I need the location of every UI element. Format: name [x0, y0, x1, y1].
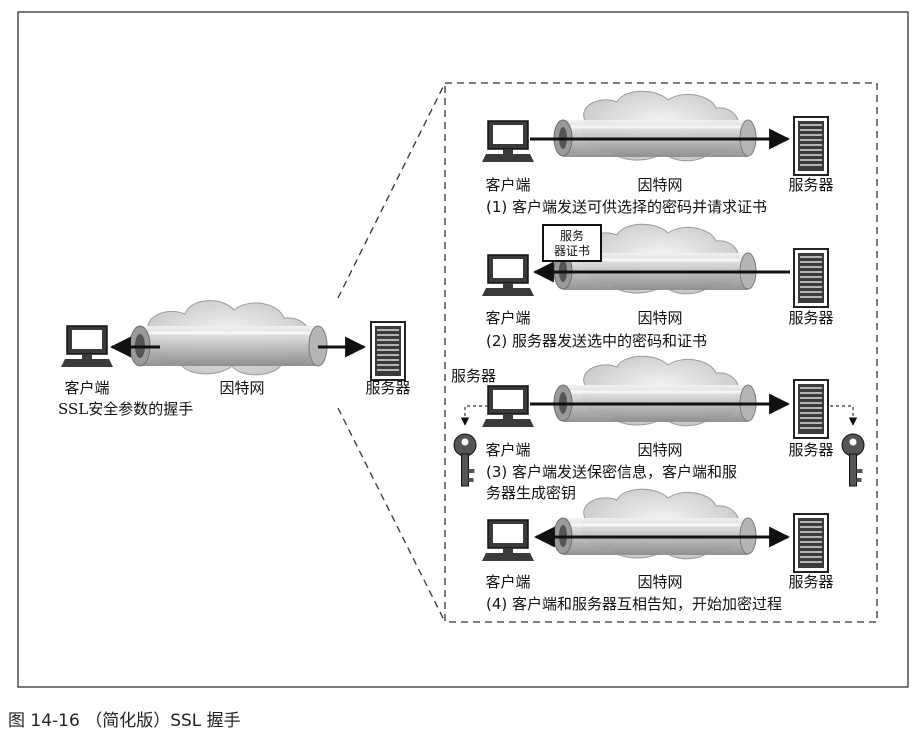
step2-internet-label: 因特网 — [637, 309, 682, 327]
step3-server-key-link — [830, 405, 858, 426]
certificate-label-line1: 服务 — [560, 228, 584, 243]
overview-client-label: 客户端 — [64, 379, 109, 397]
overview-computer-icon — [60, 325, 114, 368]
overview-server-icon — [370, 321, 406, 381]
overview-caption: SSL安全参数的握手 — [58, 400, 193, 418]
step2-computer-icon — [481, 254, 535, 297]
step3-client-key-link — [460, 405, 488, 426]
step3-computer-icon — [481, 385, 535, 428]
step1-caption: (1) 客户端发送可供选择的密码并请求证书 — [486, 198, 767, 216]
step3-server-icon — [793, 379, 829, 439]
zoom-connector-top — [337, 82, 446, 299]
step3-server-label: 服务器 — [788, 441, 833, 459]
zoom-box — [444, 82, 878, 623]
step4-server-icon — [793, 513, 829, 573]
overview-group: 客户端 因特网 服务器 SSL安全参数的握手 — [58, 300, 411, 418]
certificate-label-line2: 器证书 — [554, 244, 590, 258]
step-3-group: 服务器 客户端 因特网 服务器 (3) 客户端发送保密信息，客户端和服 务器生成… — [451, 355, 865, 502]
client-key-icon — [453, 433, 477, 487]
step4-caption: (4) 客户端和服务器互相告知，开始加密过程 — [486, 595, 782, 613]
step1-server-icon — [793, 116, 829, 176]
step3-top-server-label: 服务器 — [451, 367, 496, 385]
certificate-icon: 服务 器证书 — [542, 224, 602, 262]
step4-server-label: 服务器 — [788, 573, 833, 591]
step3-caption-line1: (3) 客户端发送保密信息，客户端和服 — [486, 463, 737, 481]
step3-client-label: 客户端 — [485, 441, 530, 459]
step2-client-label: 客户端 — [485, 309, 530, 327]
step2-server-icon — [793, 248, 829, 308]
step3-caption-line2: 务器生成密钥 — [486, 484, 576, 502]
step3-internet-label: 因特网 — [637, 441, 682, 459]
step-1-group: 客户端 因特网 服务器 (1) 客户端发送可供选择的密码并请求证书 — [481, 90, 834, 216]
step-4-group: 客户端 因特网 服务器 (4) 客户端和服务器互相告知，开始加密过程 — [481, 488, 834, 613]
step4-internet-label: 因特网 — [637, 573, 682, 591]
step1-internet-label: 因特网 — [637, 176, 682, 194]
overview-internet-label: 因特网 — [219, 379, 264, 397]
server-key-icon — [841, 433, 865, 487]
figure-caption: 图 14-16 （简化版）SSL 握手 — [8, 711, 241, 731]
step2-caption: (2) 服务器发送选中的密码和证书 — [486, 332, 707, 350]
overview-server-label: 服务器 — [365, 379, 410, 397]
step1-computer-icon — [481, 120, 535, 163]
step1-client-label: 客户端 — [485, 176, 530, 194]
step1-server-label: 服务器 — [788, 176, 833, 194]
zoom-connector-bottom — [337, 407, 446, 623]
step4-client-label: 客户端 — [485, 573, 530, 591]
step-2-group: 服务 器证书 客户端 因特网 服务器 (2) 服务器发送选中的密码和证书 — [481, 223, 834, 350]
step4-computer-icon — [481, 519, 535, 562]
figure-frame — [17, 11, 909, 688]
step2-server-label: 服务器 — [788, 309, 833, 327]
